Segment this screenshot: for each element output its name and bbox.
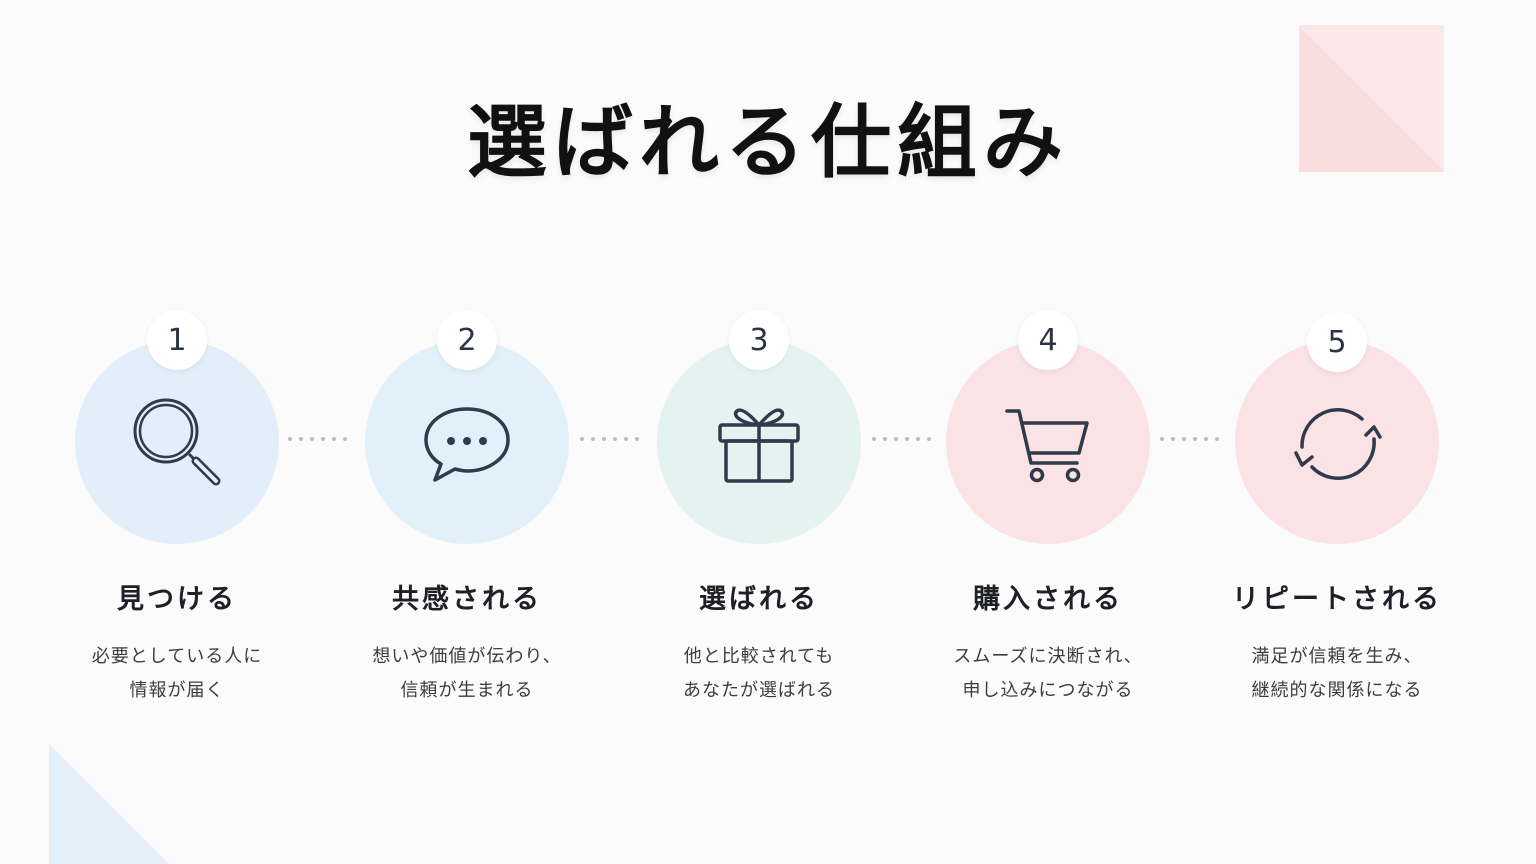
cart-icon [1005, 409, 1089, 483]
step-3-number-badge: 3 [729, 310, 789, 370]
decorative-square-top-right [1299, 25, 1444, 172]
speech-bubble-icon [424, 407, 510, 482]
step-4-description: スムーズに決断され、 申し込みにつながる [918, 640, 1178, 708]
connector-2-3 [580, 437, 639, 441]
step-1-number-badge: 1 [147, 310, 207, 370]
step-2-description: 想いや価値が伝わり、 信頼が生まれる [337, 640, 597, 708]
step-2-desc-line-2: 信頼が生まれる [400, 680, 534, 701]
step-5-desc-line-1: 満足が信頼を生み、 [1251, 646, 1423, 667]
step-1-description: 必要としている人に 情報が届く [47, 640, 307, 708]
step-3-desc-line-2: あなたが選ばれる [683, 680, 835, 701]
step-4-circle [946, 340, 1150, 544]
decorative-triangle-bottom-left [49, 744, 169, 864]
search-icon [133, 398, 221, 486]
step-1-title: 見つける [117, 584, 237, 615]
step-4-desc-line-2: 申し込みにつながる [962, 680, 1134, 701]
connector-1-2 [288, 437, 347, 441]
connector-3-4 [872, 437, 931, 441]
step-3-title: 選ばれる [699, 584, 819, 615]
step-2-desc-line-1: 想いや価値が伝わり、 [372, 646, 562, 667]
step-4-title: 購入される [973, 584, 1123, 615]
step-5-title: リピートされる [1232, 584, 1442, 615]
step-1-desc-line-2: 情報が届く [129, 680, 225, 701]
step-5-description: 満足が信頼を生み、 継続的な関係になる [1207, 640, 1467, 708]
page-title: 選ばれる仕組み [467, 95, 1069, 189]
step-5-desc-line-2: 継続的な関係になる [1251, 680, 1423, 701]
step-2-title: 共感される [392, 584, 542, 615]
step-3-desc-line-1: 他と比較されても [683, 646, 835, 667]
step-2-number-badge: 2 [437, 310, 497, 370]
refresh-icon [1294, 408, 1382, 480]
step-5-number-badge: 5 [1307, 312, 1367, 372]
step-4-number-badge: 4 [1018, 310, 1078, 370]
step-4-desc-line-1: スムーズに決断され、 [953, 646, 1143, 667]
step-3-description: 他と比較されても あなたが選ばれる [629, 640, 889, 708]
step-5-circle [1235, 340, 1439, 544]
gift-icon [718, 408, 800, 483]
step-1-circle [75, 340, 279, 544]
step-1-desc-line-1: 必要としている人に [91, 646, 263, 667]
connector-4-5 [1160, 437, 1219, 441]
